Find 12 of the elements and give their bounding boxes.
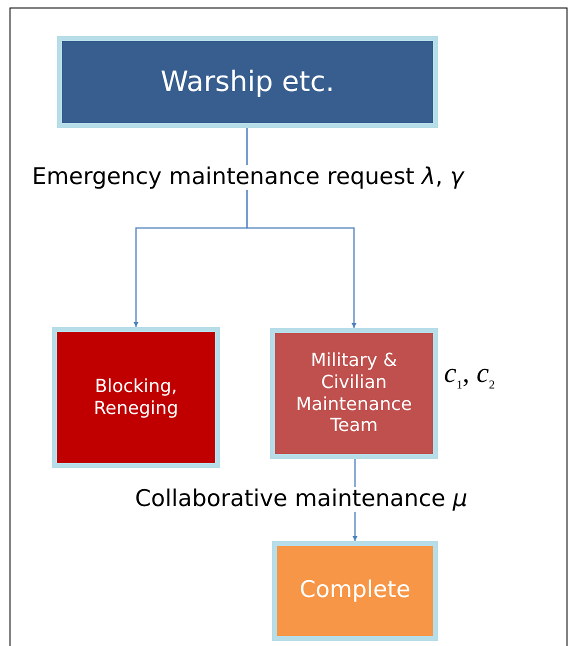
process-box (52, 327, 220, 468)
process-box (57, 36, 438, 128)
edge-label: Collaborative maintenance μ (135, 487, 468, 512)
box-text: Military & Civilian Maintenance Team (295, 350, 413, 437)
parameter-label: c$_{1}$, c$_{2}$ (444, 358, 495, 393)
process-box (270, 328, 438, 459)
arrow (246, 128, 357, 328)
box-text: Complete (298, 577, 412, 605)
box-text: Warship etc. (160, 65, 336, 99)
box-text: Blocking, Reneging (92, 376, 180, 420)
edge-label: Emergency maintenance request λ, γ (32, 165, 464, 190)
process-box (272, 541, 438, 641)
